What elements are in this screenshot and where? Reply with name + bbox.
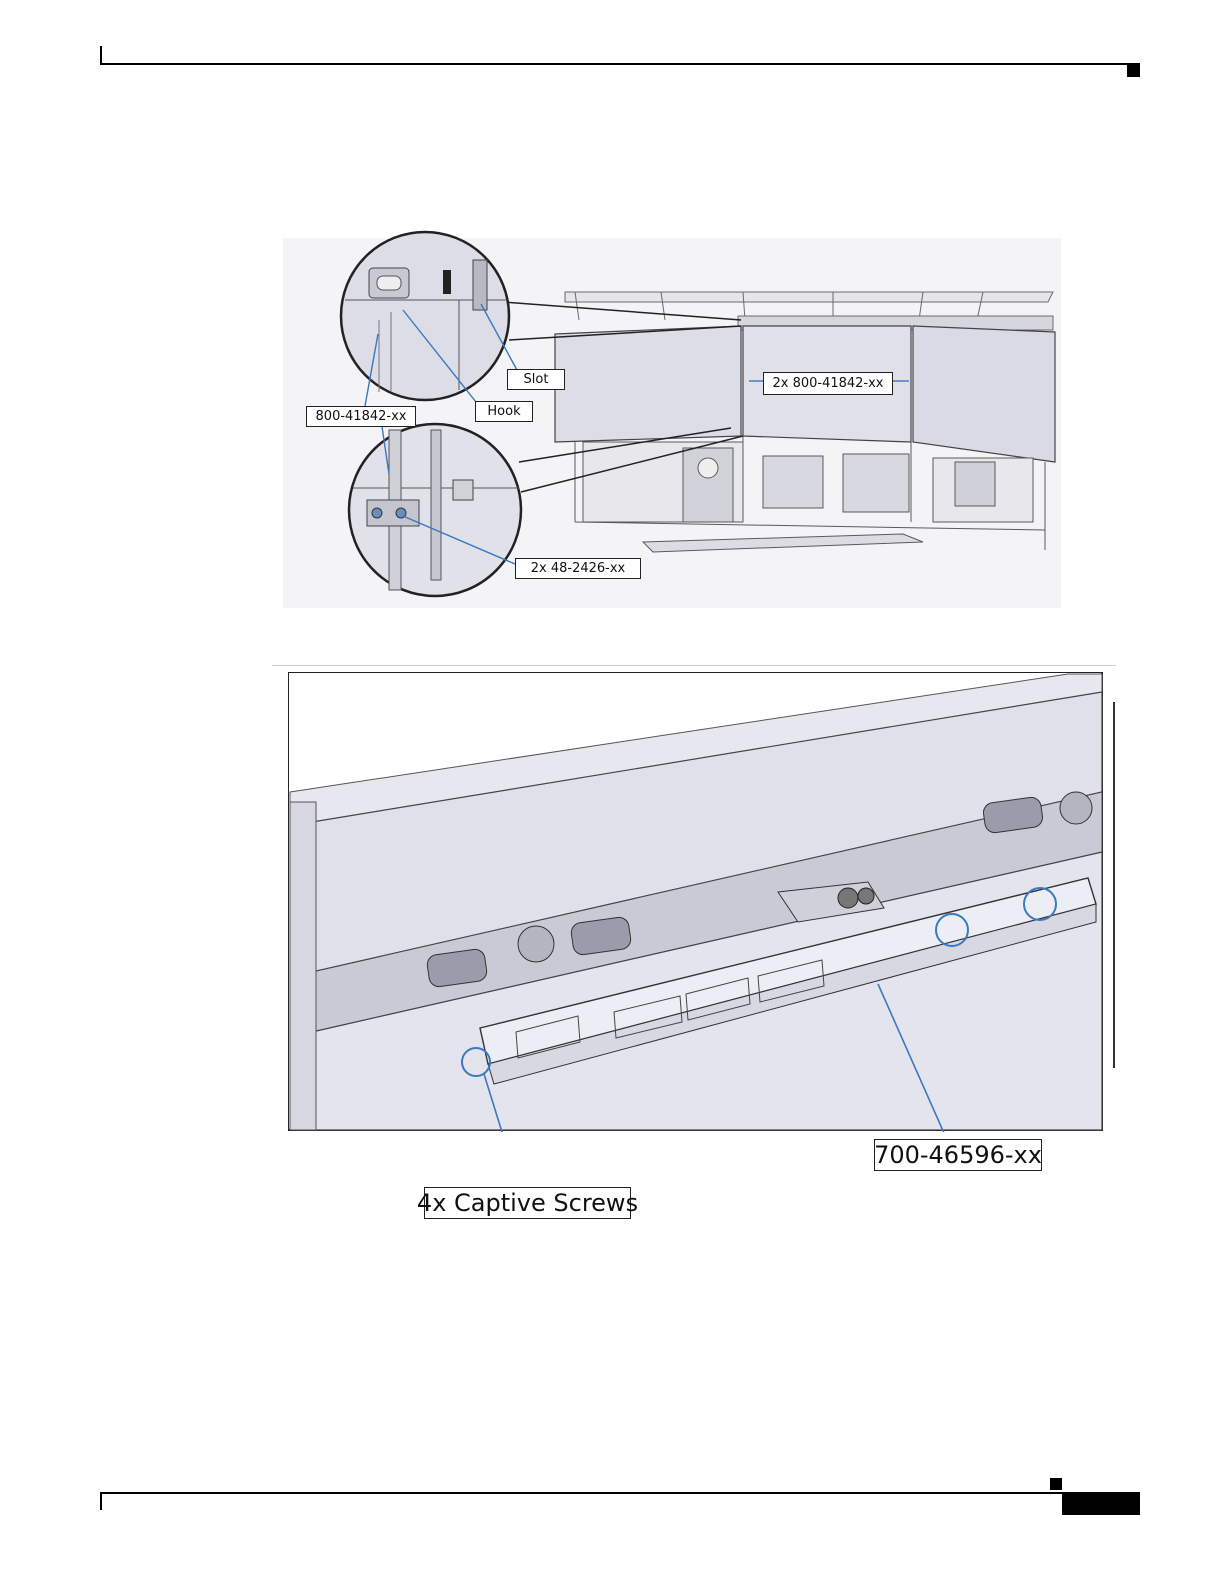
footer-page-tab bbox=[1062, 1493, 1140, 1515]
callout-bracket-pair: 2x 800-41842-xx bbox=[763, 372, 893, 395]
callout-bracket-part: 800-41842-xx bbox=[306, 406, 416, 427]
callout-slot: Slot bbox=[507, 369, 565, 390]
footer-left-tick bbox=[100, 1492, 102, 1510]
header-left-tick bbox=[100, 46, 102, 64]
header-rule bbox=[100, 63, 1140, 65]
figure-2-edge bbox=[1113, 702, 1115, 1068]
footer-rule bbox=[100, 1492, 1140, 1494]
callout-screws: 2x 48-2426-xx bbox=[515, 558, 641, 579]
zoom-detail-top bbox=[341, 232, 509, 400]
header-marker bbox=[1127, 64, 1140, 77]
figure-2 bbox=[288, 672, 1104, 1132]
figure-2-illustration bbox=[288, 672, 1104, 1132]
callout-hook: Hook bbox=[475, 401, 533, 422]
footer-marker bbox=[1050, 1478, 1062, 1490]
figure-separator bbox=[272, 665, 1116, 666]
callout-cover-part: 700-46596-xx bbox=[874, 1139, 1042, 1171]
callout-captive-screws: 4x Captive Screws bbox=[424, 1187, 631, 1219]
zoom-detail-bottom bbox=[349, 424, 521, 596]
